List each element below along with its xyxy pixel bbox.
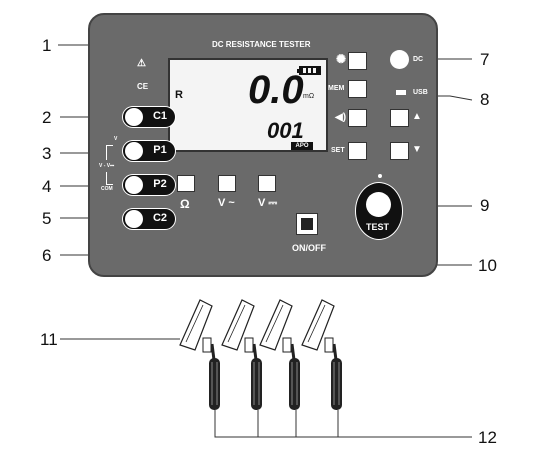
callout-9: 9 — [480, 196, 490, 215]
ohm-mode-key[interactable] — [177, 175, 195, 192]
power-label: ON/OFF — [292, 243, 326, 253]
test-label: TEST — [366, 222, 390, 232]
backlight-key[interactable] — [348, 52, 367, 70]
ohm-mode-label: Ω — [180, 197, 190, 211]
set-key[interactable] — [348, 142, 367, 160]
device-title: DC RESISTANCE TESTER — [212, 40, 311, 49]
lcd-unit: mΩ — [303, 93, 315, 100]
lcd-mode-indicator: R — [175, 89, 183, 101]
warning-icon: ⚠ — [137, 58, 146, 69]
callout-7: 7 — [480, 50, 490, 69]
callout-12: 12 — [478, 428, 497, 447]
vac-mode-label: V ~ — [218, 197, 235, 209]
callout-4: 4 — [42, 177, 52, 196]
backlight-icon: ✺ — [336, 52, 347, 66]
mem-key[interactable] — [348, 80, 367, 98]
test-leads — [179, 299, 342, 410]
ce-mark: CE — [137, 82, 149, 91]
terminal-c1[interactable]: C1 — [122, 106, 176, 128]
com-label: COM — [101, 186, 113, 192]
v-dc-label: V - V⎓ — [99, 163, 115, 169]
vdc-mode-key[interactable] — [258, 175, 276, 192]
vac-mode-key[interactable] — [218, 175, 236, 192]
terminal-p2[interactable]: P2 — [122, 174, 176, 196]
lcd-apo-indicator: APO — [291, 142, 313, 150]
lcd-sub-reading: 001 — [267, 118, 304, 143]
test-button[interactable] — [355, 182, 403, 240]
set-key-label: SET — [331, 147, 345, 154]
buzzer-key[interactable] — [348, 109, 367, 127]
down-key[interactable] — [390, 142, 409, 160]
callout-8: 8 — [480, 90, 490, 109]
usb-label: USB — [413, 89, 428, 96]
callout-11: 11 — [40, 330, 58, 349]
power-button[interactable] — [296, 213, 318, 235]
v-mark-label: V — [114, 136, 118, 142]
lcd-main-reading: 0.0 — [248, 68, 304, 112]
v-bracket — [106, 145, 113, 160]
callout-3: 3 — [42, 144, 52, 163]
usb-icon — [396, 90, 406, 95]
dc-jack[interactable] — [390, 50, 409, 69]
callout-5: 5 — [42, 209, 52, 228]
dc-label: DC — [413, 56, 424, 63]
test-indicator-dot — [378, 174, 382, 178]
down-arrow-icon: ▼ — [412, 144, 422, 155]
battery-icon — [297, 66, 321, 75]
callout-1: 1 — [42, 36, 52, 55]
leader-12 — [214, 410, 472, 438]
mem-key-label: MEM — [328, 85, 345, 92]
callout-6: 6 — [42, 246, 52, 265]
terminal-p1[interactable]: P1 — [122, 140, 176, 162]
callout-10: 10 — [478, 256, 497, 275]
vdc-mode-label: V ⎓ — [258, 197, 278, 209]
terminal-c2[interactable]: C2 — [122, 208, 176, 230]
up-arrow-icon: ▲ — [412, 111, 422, 122]
callout-2: 2 — [42, 108, 52, 127]
com-bracket — [106, 172, 113, 185]
buzzer-icon: ◀) — [335, 112, 347, 123]
up-key[interactable] — [390, 109, 409, 127]
